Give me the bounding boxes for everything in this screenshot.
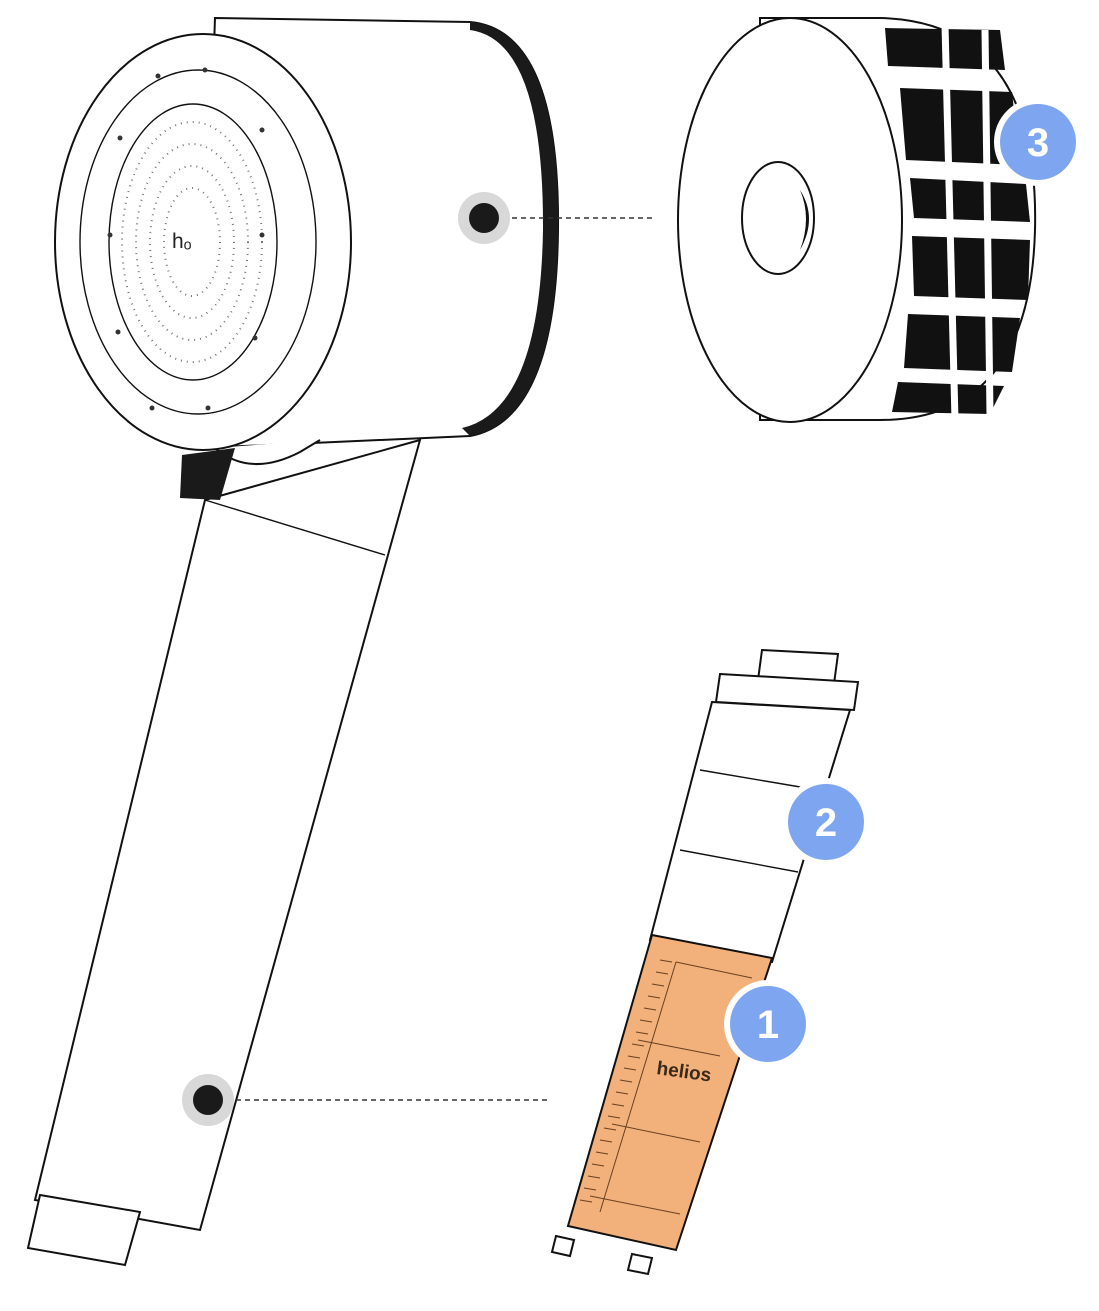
connector-dot-icon [182,1074,234,1126]
disc-grill-lines [941,24,994,421]
cartridge-foot-right [626,1252,654,1276]
handle-end-cap [26,1193,142,1267]
badge-1-number: 1 [757,1003,779,1047]
badge-3: 3 [994,98,1082,186]
cartridge-filter-section [566,933,774,1252]
cartridge-upper-body [648,700,852,964]
badge-3-number: 3 [1027,121,1049,165]
cartridge-foot-left [550,1234,576,1258]
cartridge-collar [714,672,860,712]
badge-2: 2 [782,778,870,866]
filter-cartridge: helios [550,648,860,1276]
handle-body [33,438,422,1232]
face-outer [54,33,352,451]
head-rear-rim [462,22,559,436]
face-inner [108,103,278,381]
nozzle-rings [121,121,263,363]
cartridge-scale [579,959,753,1215]
filter-disc [677,17,1037,423]
connector-dot-icon [458,192,510,244]
face-ring [79,69,317,415]
face-logo: hₒ [172,230,192,253]
shower-head: hₒ [26,16,560,1267]
handle-joint-line [204,499,386,556]
badge-2-number: 2 [815,801,837,845]
badge-1: 1 [724,980,812,1068]
disc-center-hole [741,161,815,275]
disc-hole-shadow [800,190,809,250]
neck-clip [180,448,235,500]
face-marker-dots [107,67,265,411]
